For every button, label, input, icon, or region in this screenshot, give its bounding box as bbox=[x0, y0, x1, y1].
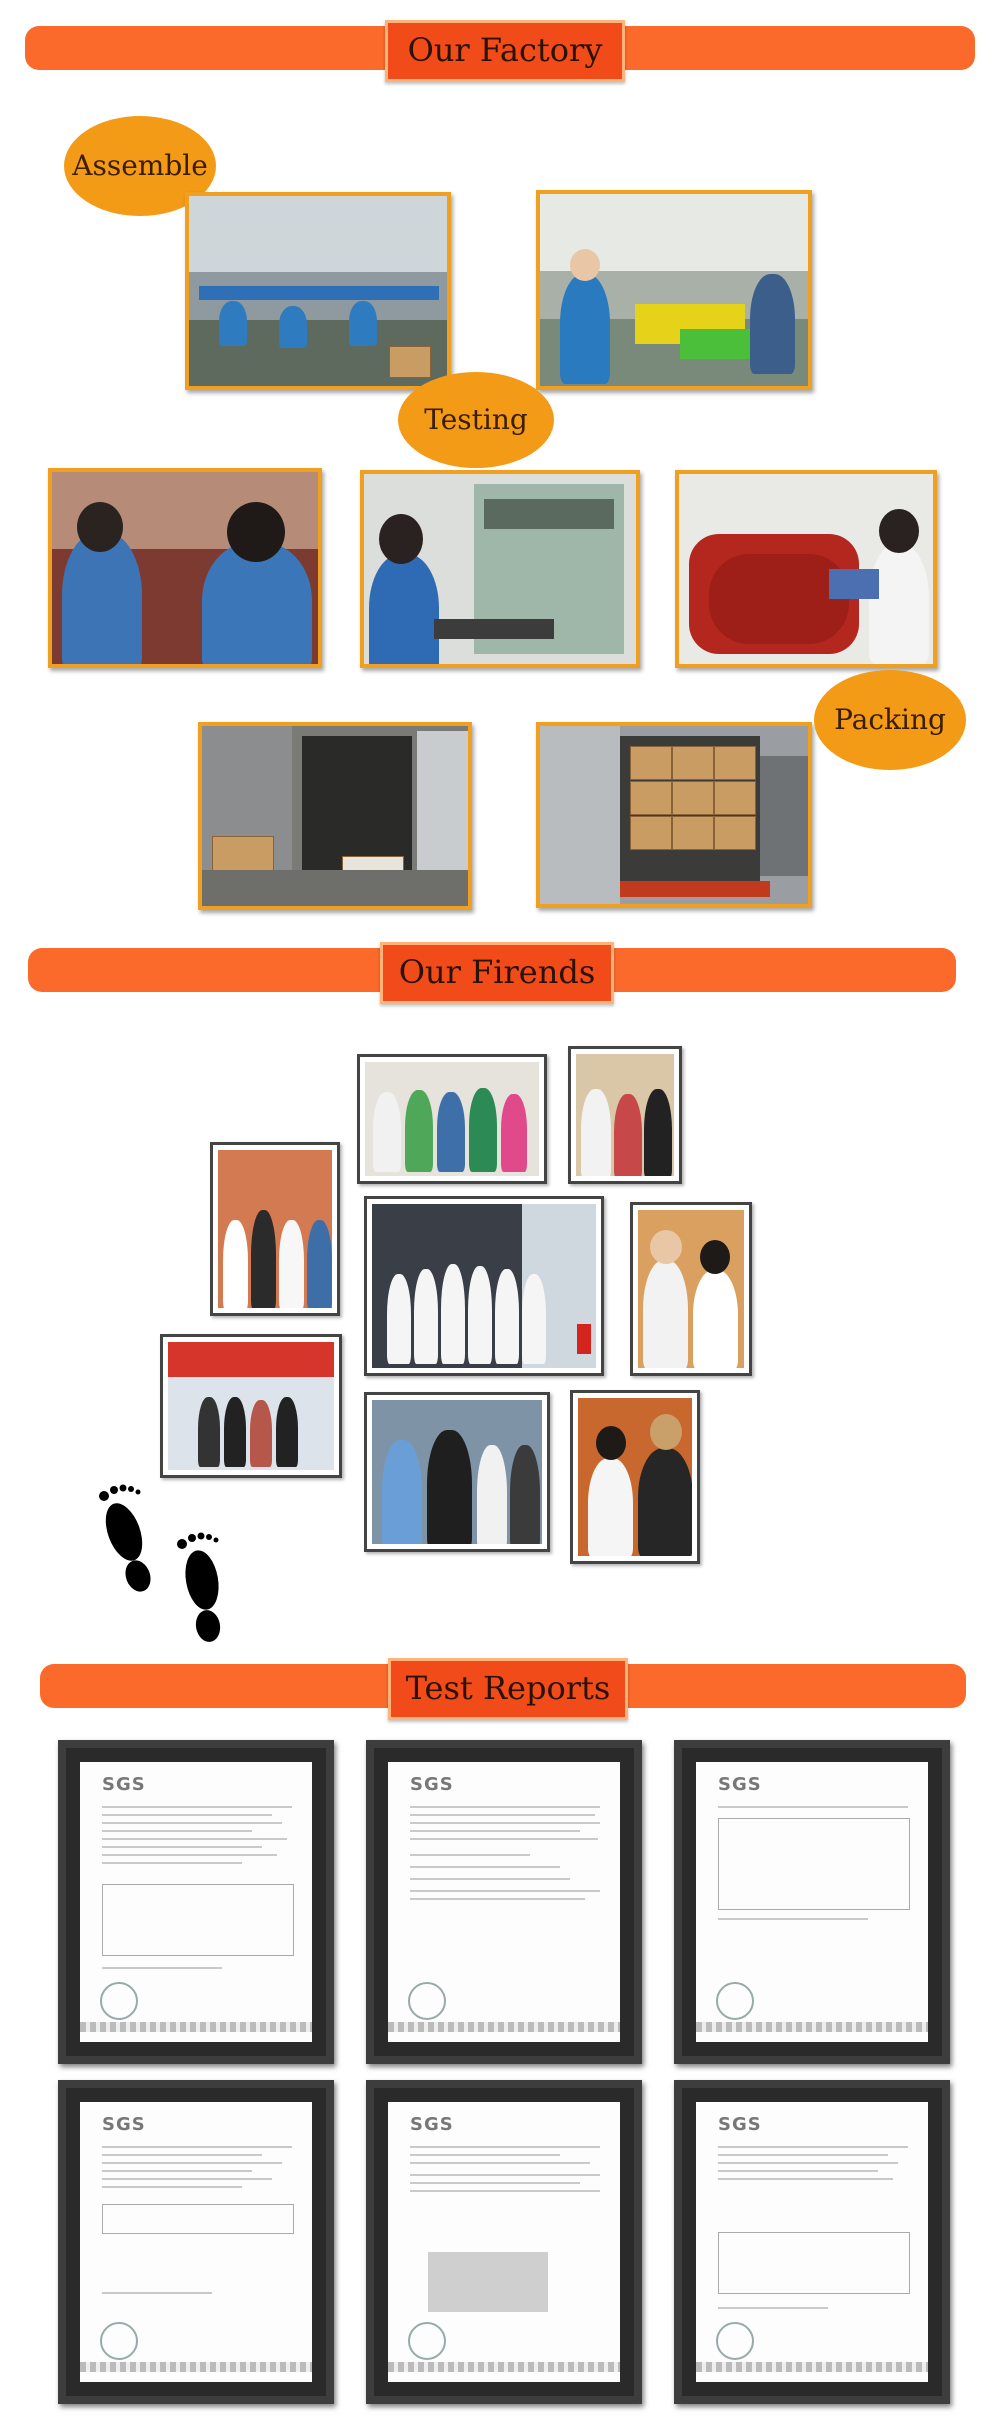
friend-photo-5 bbox=[160, 1334, 342, 1478]
factory-section-title: Our Factory bbox=[385, 20, 625, 82]
seal-icon bbox=[716, 1982, 754, 2020]
sgs-logo: SGS bbox=[718, 1774, 762, 1795]
factory-photo-workers-testing bbox=[48, 468, 322, 668]
test-report-2: SGS bbox=[366, 1740, 642, 2064]
friend-photo-group bbox=[364, 1196, 604, 1376]
friend-photo-4 bbox=[630, 1202, 752, 1376]
friend-photo-6 bbox=[364, 1392, 550, 1552]
test-report-6: SGS bbox=[674, 2080, 950, 2404]
sgs-logo: SGS bbox=[102, 1774, 146, 1795]
friend-photo-1 bbox=[357, 1054, 547, 1184]
label-packing: Packing bbox=[814, 670, 966, 770]
test-report-1: SGS bbox=[58, 1740, 334, 2064]
friend-photo-3 bbox=[210, 1142, 340, 1316]
seal-icon bbox=[100, 1982, 138, 2020]
test-report-5: SGS bbox=[366, 2080, 642, 2404]
factory-photo-inspection-bench bbox=[536, 190, 812, 390]
seal-icon bbox=[408, 2322, 446, 2360]
factory-photo-assembly-line bbox=[185, 192, 451, 390]
friends-section-title: Our Firends bbox=[380, 942, 614, 1004]
seal-icon bbox=[408, 1982, 446, 2020]
factory-photo-printing-machine bbox=[360, 470, 640, 668]
friend-photo-7 bbox=[570, 1390, 700, 1564]
seal-icon bbox=[716, 2322, 754, 2360]
label-testing: Testing bbox=[398, 372, 554, 468]
factory-photo-truck-loaded bbox=[536, 722, 812, 908]
reports-section-title: Test Reports bbox=[388, 1658, 628, 1720]
sgs-logo: SGS bbox=[410, 2114, 454, 2135]
sgs-logo: SGS bbox=[718, 2114, 762, 2135]
friend-photo-2 bbox=[568, 1046, 682, 1184]
test-report-3: SGS bbox=[674, 1740, 950, 2064]
sgs-logo: SGS bbox=[410, 1774, 454, 1795]
seal-icon bbox=[100, 2322, 138, 2360]
factory-photo-loading-container bbox=[198, 722, 472, 910]
sgs-logo: SGS bbox=[102, 2114, 146, 2135]
footprints-icon bbox=[99, 1484, 221, 1642]
test-report-4: SGS bbox=[58, 2080, 334, 2404]
factory-photo-sorting-products bbox=[675, 470, 937, 668]
